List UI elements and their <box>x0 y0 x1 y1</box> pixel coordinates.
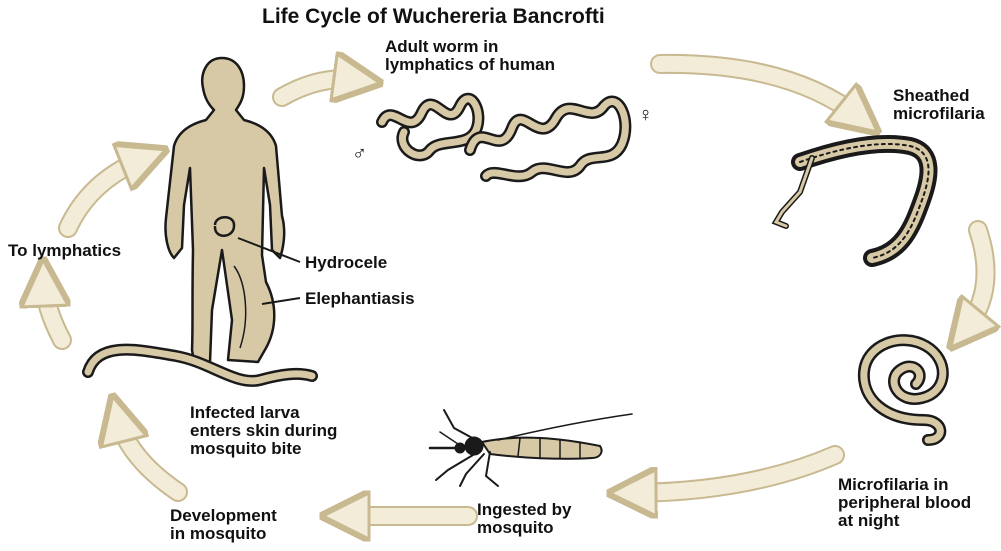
arrow-lymphatics-to-human <box>58 158 145 238</box>
female-symbol: ♀ <box>638 104 653 126</box>
label-microfilaria-line3: at night <box>838 511 900 530</box>
adult-worms <box>376 92 632 183</box>
label-development-line1: Development <box>170 506 277 525</box>
arrow-infected-to-lymphatics <box>44 282 72 350</box>
label-infected-line2: enters skin during <box>190 421 338 440</box>
male-symbol: ♂ <box>352 143 367 165</box>
cycle-arrows <box>44 64 986 516</box>
pointer-lines <box>237 237 301 305</box>
label-ingested-line2: mosquito <box>477 518 554 537</box>
label-adult-worm-line1: Adult worm in <box>385 37 499 56</box>
label-sheathed-line1: Sheathed <box>893 86 970 105</box>
sheathed-microfilaria <box>771 135 938 267</box>
hydrocele-pointer <box>237 237 301 263</box>
arrow-development-to-infected <box>118 418 188 502</box>
diagram-title: Life Cycle of Wuchereria Bancrofti <box>262 5 605 28</box>
arrow-adult-to-sheathed <box>650 53 860 118</box>
label-to-lymphatics: To lymphatics <box>8 241 122 260</box>
label-adult-worm-line2: lymphatics of human <box>385 55 556 74</box>
coiled-microfilaria <box>857 334 949 446</box>
label-ingested-line1: Ingested by <box>477 500 572 519</box>
human-figure <box>164 56 286 364</box>
label-microfilaria-line2: peripheral blood <box>838 493 972 512</box>
arrow-microfilaria-to-ingested <box>632 445 845 493</box>
arrow-human-to-adult <box>272 79 358 107</box>
label-microfilaria-line1: Microfilaria in <box>838 475 949 494</box>
mosquito <box>428 409 633 487</box>
label-hydrocele: Hydrocele <box>305 253 388 272</box>
label-infected-line1: Infected larva <box>190 403 300 422</box>
label-development-line2: in mosquito <box>170 524 267 543</box>
infected-larva <box>82 343 318 387</box>
label-elephantiasis: Elephantiasis <box>305 289 415 308</box>
label-sheathed-line2: microfilaria <box>893 104 985 123</box>
arrow-sheathed-to-microfilaria <box>965 220 986 330</box>
elephantiasis-pointer <box>261 297 301 305</box>
label-infected-line3: mosquito bite <box>190 439 302 458</box>
